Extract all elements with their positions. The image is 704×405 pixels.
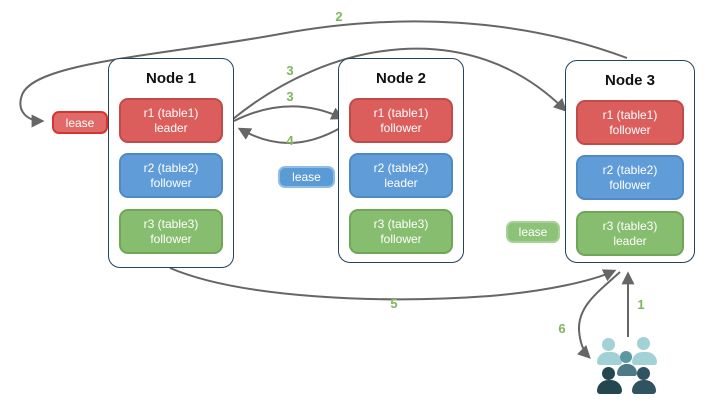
user-back-right-body	[632, 352, 657, 365]
replica-name: r3 (table3)	[373, 216, 429, 231]
node-1: Node 1 r1 (table1) leader r2 (table2) fo…	[108, 58, 234, 268]
node2-replica-r3: r3 (table3) follower	[349, 209, 453, 254]
step-label-6: 6	[558, 321, 566, 336]
node3-replica-r2: r2 (table2) follower	[576, 155, 684, 200]
user-front-left-head	[602, 367, 615, 380]
lease-badge-red: lease	[52, 111, 108, 134]
user-back-right-head	[637, 337, 650, 350]
node3-replica-r1: r1 (table1) follower	[576, 100, 684, 145]
arrow-step-5-node1-to-node3	[169, 267, 617, 301]
replica-role: leader	[613, 233, 647, 248]
user-front-right-body	[632, 380, 656, 394]
node-title: Node 2	[375, 70, 426, 87]
step-label-3b: 3	[286, 89, 294, 104]
replica-role: follower	[609, 177, 651, 192]
replica-name: r1 (table1)	[143, 105, 199, 120]
replica-name: r1 (table1)	[602, 107, 658, 122]
user-middle-body	[617, 364, 637, 376]
node3-replica-r3: r3 (table3) leader	[576, 211, 684, 256]
node2-replica-r2: r2 (table2) leader	[349, 153, 453, 198]
replica-name: r1 (table1)	[373, 105, 429, 120]
step-label-4: 4	[286, 133, 294, 148]
user-front-right-head	[637, 367, 650, 380]
user-middle-head	[620, 351, 632, 363]
node-title: Node 1	[145, 70, 196, 87]
users-group-icon	[595, 336, 659, 394]
lease-badge-green: lease	[506, 221, 560, 243]
step-label-5: 5	[390, 296, 398, 311]
step-label-2: 2	[335, 9, 343, 24]
replica-role: leader	[384, 175, 418, 190]
replica-role: follower	[150, 175, 192, 190]
arrow-step-3-node1-to-node2	[233, 105, 345, 122]
replica-role: leader	[154, 120, 188, 135]
replica-role: follower	[380, 120, 422, 135]
replica-name: r2 (table2)	[602, 162, 658, 177]
node-3: Node 3 r1 (table1) follower r2 (table2) …	[565, 60, 695, 263]
step-label-1: 1	[637, 297, 645, 312]
replica-name: r2 (table2)	[373, 160, 429, 175]
replica-name: r3 (table3)	[143, 216, 199, 231]
node1-replica-r1: r1 (table1) leader	[119, 98, 223, 143]
lease-badge-blue: lease	[278, 166, 335, 188]
node1-replica-r2: r2 (table2) follower	[119, 153, 223, 198]
user-front-left-body	[597, 380, 622, 394]
replica-role: follower	[150, 231, 192, 246]
replica-name: r2 (table2)	[143, 160, 199, 175]
user-back-left-head	[602, 338, 615, 351]
replica-name: r3 (table3)	[602, 218, 658, 233]
step-label-3a: 3	[286, 63, 294, 78]
replica-role: follower	[380, 231, 422, 246]
node1-replica-r3: r3 (table3) follower	[119, 209, 223, 254]
replica-role: follower	[609, 122, 651, 137]
node2-replica-r1: r1 (table1) follower	[349, 98, 453, 143]
node-title: Node 3	[604, 72, 655, 89]
node-2: Node 2 r1 (table1) follower r2 (table2) …	[338, 58, 464, 263]
user-back-left-body	[597, 352, 622, 365]
